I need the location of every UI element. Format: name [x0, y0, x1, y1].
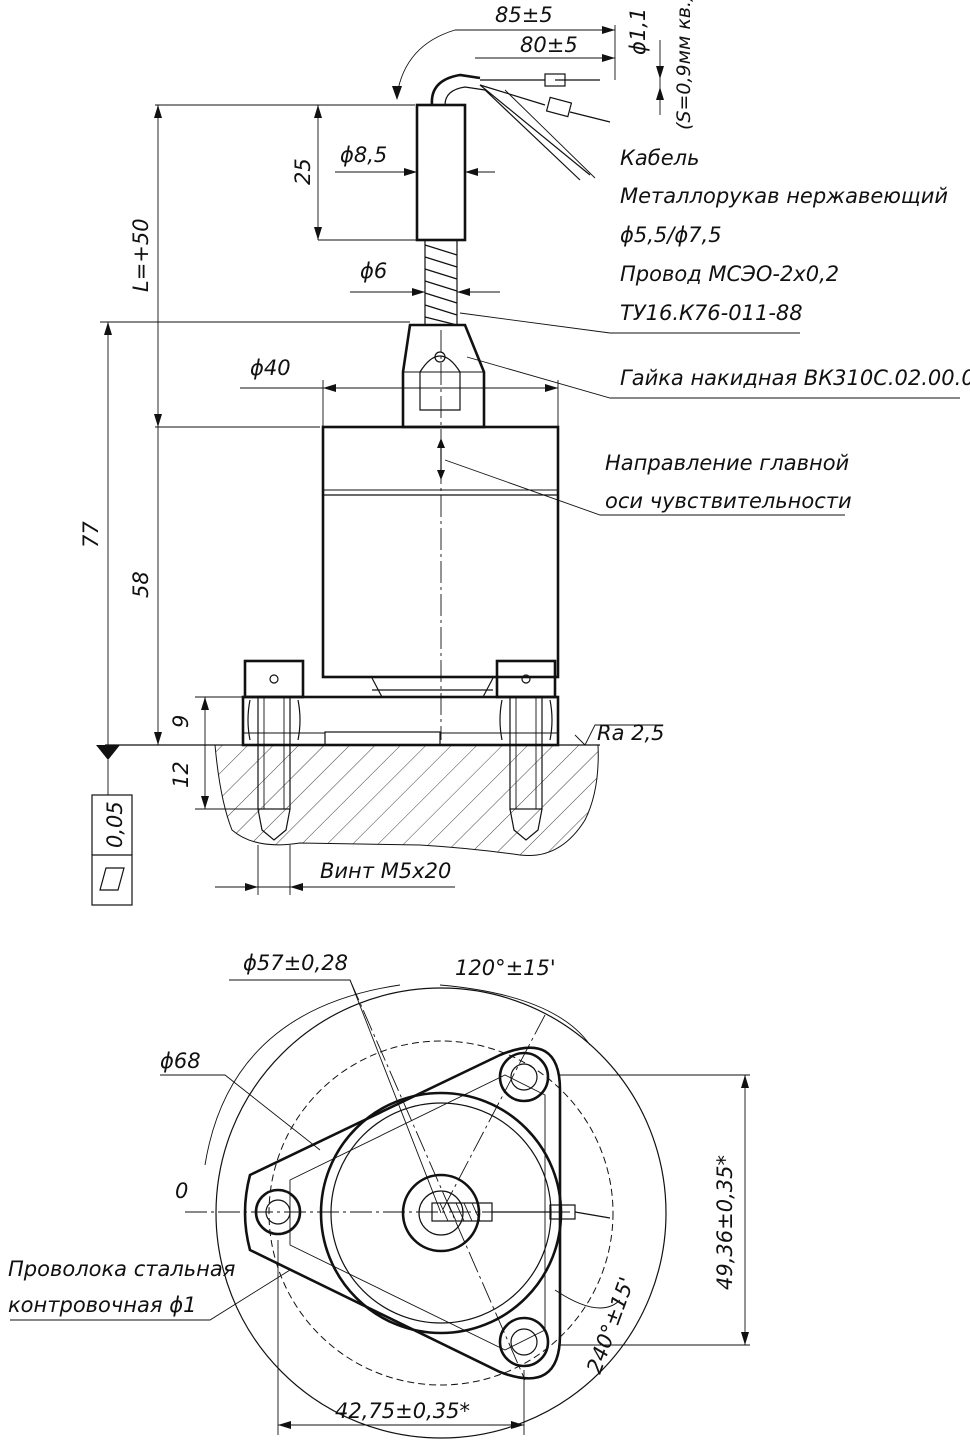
note-axis-2: оси чувствительности [605, 489, 852, 513]
dim-hose-dia: ϕ6 [360, 259, 387, 283]
wire-2-tip [545, 96, 573, 118]
roughness-label: Ra 2,5 [597, 721, 665, 745]
circle-dia-68 [215, 987, 667, 1439]
dim-58: 58 [129, 571, 153, 598]
dim-height-4936: 49,36±0,35* [713, 1155, 737, 1290]
dim-body-dia: ϕ40 [250, 356, 291, 380]
wire-1-tip [544, 73, 566, 87]
note-wire-1: Проволока стальная [8, 1257, 235, 1281]
dim-sleeve-dia: ϕ8,5 [340, 143, 387, 167]
top-axis-b [440, 1014, 546, 1214]
triangle-base [243, 1046, 562, 1380]
note-nut: Гайка накидная ВК310С.02.00.002 [620, 366, 970, 390]
wire-2 [479, 84, 611, 123]
hole-bottom-right [498, 1316, 550, 1368]
note-hose-dia: ϕ5,5/ϕ7,5 [620, 223, 722, 247]
note-screw: Винт М5х20 [320, 859, 451, 883]
top-dims [10, 979, 750, 1435]
lug-left-hole [269, 674, 279, 684]
screw-left [247, 696, 301, 841]
dim-L: L=+50 [129, 218, 153, 292]
note-hose: Металлорукав нержавеющий [620, 184, 948, 208]
dim-width-4275: 42,75±0,35* [335, 1399, 470, 1423]
lug-right [495, 659, 557, 699]
top-view: ϕ57±0,28 120°±15' ϕ68 0 49,36±0,35* 240°… [8, 951, 750, 1439]
lug-right-hole [521, 674, 531, 684]
body-foot [371, 677, 494, 698]
dim-angle-120: 120°±15' [455, 956, 556, 980]
cable-bend-inner [444, 86, 486, 106]
lug-left [243, 659, 305, 699]
nut-slot [419, 355, 461, 411]
note-axis-1: Направление главной [605, 451, 849, 475]
cable-bend [430, 73, 481, 106]
body-inner [330, 1102, 552, 1324]
flatness-frame [91, 794, 133, 906]
flatness-symbol [99, 867, 125, 891]
cable-hose-out [479, 84, 591, 181]
flatness-value: 0,05 [103, 801, 127, 848]
dim-dia-57: ϕ57±0,28 [243, 951, 348, 975]
dim-77: 77 [79, 521, 103, 548]
screw-right [499, 696, 553, 841]
dim-12: 12 [169, 761, 193, 788]
side-view: 85±5 80±5 ϕ1,1 (S=0,9мм кв.) 25 ϕ8,5 ϕ6 … [79, 0, 970, 906]
dim-wire-dia: ϕ1,1 [626, 8, 650, 55]
dim-dia-68: ϕ68 [160, 1049, 201, 1073]
dim-25: 25 [291, 158, 315, 185]
nut-hole [434, 351, 446, 363]
note-cable: Кабель [620, 146, 699, 170]
note-spec: ТУ16.К76-011-88 [620, 301, 803, 325]
union-nut [401, 323, 486, 429]
bolt-circle [268, 1040, 614, 1386]
dim-80: 80±5 [520, 33, 578, 57]
note-wire: Провод МСЭО-2х0,2 [620, 262, 839, 286]
center-nut-outer [401, 1173, 481, 1253]
hose-spring [424, 239, 458, 326]
dim-lines [96, 25, 960, 895]
dim-wire-section: (S=0,9мм кв.) [673, 0, 695, 130]
top-axis-a [349, 979, 526, 1381]
hole-top-right [498, 1051, 550, 1103]
base-recess [324, 731, 441, 746]
dim-zero: 0 [175, 1179, 188, 1203]
note-wire-2: контровочная ϕ1 [8, 1293, 196, 1317]
ground-section [214, 744, 599, 857]
cable-sleeve [415, 103, 467, 242]
dim-85: 85±5 [495, 3, 553, 27]
dim-9: 9 [169, 715, 193, 728]
center-nut-inner [418, 1190, 464, 1236]
